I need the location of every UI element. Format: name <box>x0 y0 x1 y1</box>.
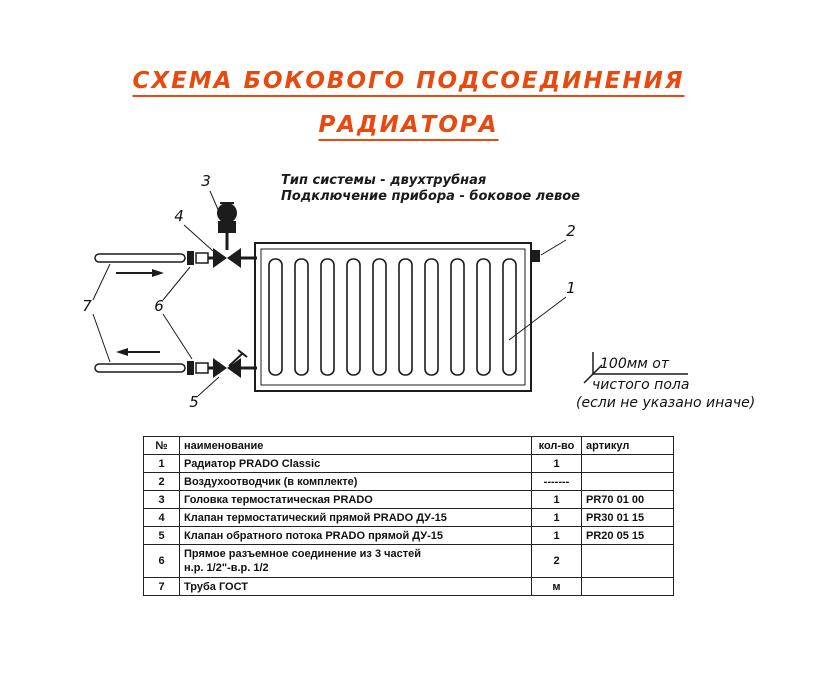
table-row: 3 Головка термостатическая PRADO 1 PR70 … <box>143 490 674 509</box>
cell-name: Клапан обратного потока PRADO прямой ДУ-… <box>179 526 532 545</box>
cell-num: 3 <box>143 490 180 509</box>
cell-qty: 1 <box>531 508 582 527</box>
cell-name: Головка термостатическая PRADO <box>179 490 532 509</box>
cell-name-line2: н.р. 1/2"-в.р. 1/2 <box>184 562 269 574</box>
cell-name: Воздухоотводчик (в комплекте) <box>179 472 532 491</box>
callout-7: 7 <box>82 297 92 315</box>
supply-pipe-icon <box>94 253 186 277</box>
header-num: № <box>143 436 180 455</box>
cell-num: 6 <box>143 544 180 578</box>
table-row: 6 Прямое разъемное соединение из 3 часте… <box>143 544 674 578</box>
return-pipe-icon <box>94 348 186 373</box>
cell-num: 4 <box>143 508 180 527</box>
union-fitting-top-icon <box>187 251 213 265</box>
diagram-title-line1: СХЕМА БОКОВОГО ПОДСОЕДИНЕНИЯ <box>132 68 685 94</box>
air-vent-icon <box>531 250 540 262</box>
table-row: 5 Клапан обратного потока PRADO прямой Д… <box>143 526 674 545</box>
thermostatic-valve-icon <box>213 248 257 268</box>
union-fitting-bottom-icon <box>187 361 213 375</box>
callout-3: 3 <box>201 172 211 190</box>
floor-note-line1: 100мм от <box>600 356 670 372</box>
floor-dimension-marks <box>583 352 688 384</box>
header-name: наименование <box>179 436 532 455</box>
table-row: 7 Труба ГОСТ м <box>143 577 674 596</box>
connection-type-note: Подключение прибора - боковое левое <box>281 189 580 204</box>
cell-num: 7 <box>143 577 180 596</box>
cell-article <box>581 544 674 578</box>
cell-article <box>581 472 674 491</box>
cell-article: PR20 05 15 <box>581 526 674 545</box>
cell-article <box>581 577 674 596</box>
callout-5: 5 <box>189 393 199 411</box>
radiator-body <box>254 242 532 392</box>
cell-qty: 2 <box>531 544 582 578</box>
cell-num: 2 <box>143 472 180 491</box>
floor-note-line3: (если не указано иначе) <box>576 395 756 411</box>
callout-6: 6 <box>154 297 164 315</box>
cell-name: Труба ГОСТ <box>179 577 532 596</box>
cell-qty: 1 <box>531 526 582 545</box>
cell-name: Клапан термостатический прямой PRADO ДУ-… <box>179 508 532 527</box>
cell-article <box>581 454 674 473</box>
cell-qty: 1 <box>531 490 582 509</box>
callout-4: 4 <box>174 207 184 225</box>
flow-arrow-out-icon <box>116 348 128 356</box>
table-row: 4 Клапан термостатический прямой PRADO Д… <box>143 508 674 527</box>
parts-table: № наименование кол-во артикул 1 Радиатор… <box>143 436 674 596</box>
callout-leader-lines <box>92 190 567 397</box>
header-qty: кол-во <box>531 436 582 455</box>
system-type-note: Тип системы - двухтрубная <box>281 173 487 188</box>
cell-qty: м <box>531 577 582 596</box>
thermostatic-head-icon <box>217 202 237 250</box>
table-row: 2 Воздухоотводчик (в комплекте) ------- <box>143 472 674 491</box>
cell-name: Радиатор PRADO Classic <box>179 454 532 473</box>
callout-1: 1 <box>566 279 576 297</box>
header-article: артикул <box>581 436 674 455</box>
callout-2: 2 <box>566 222 576 240</box>
table-row: 1 Радиатор PRADO Classic 1 <box>143 454 674 473</box>
cell-qty: 1 <box>531 454 582 473</box>
return-valve-icon <box>213 349 257 378</box>
cell-num: 5 <box>143 526 180 545</box>
flow-arrow-in-icon <box>152 269 164 277</box>
cell-num: 1 <box>143 454 180 473</box>
floor-note-line2: чистого пола <box>592 377 690 393</box>
cell-article: PR30 01 15 <box>581 508 674 527</box>
cell-name-line1: Прямое разъемное соединение из 3 частей <box>184 548 422 560</box>
diagram-title-line2: РАДИАТОРА <box>318 112 499 138</box>
cell-qty: ------- <box>531 472 582 491</box>
cell-article: PR70 01 00 <box>581 490 674 509</box>
cell-name: Прямое разъемное соединение из 3 частей … <box>179 544 532 578</box>
table-header-row: № наименование кол-во артикул <box>143 436 674 455</box>
